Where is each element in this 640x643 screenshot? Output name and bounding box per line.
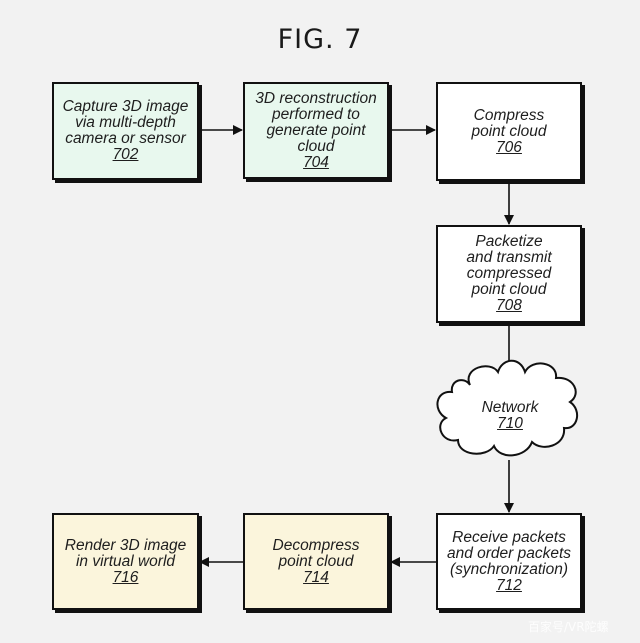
step-704-line-3: generate point bbox=[266, 121, 366, 139]
step-704-line-1: 3D reconstruction bbox=[255, 89, 377, 107]
watermark: 百家号/VR陀螺 bbox=[528, 620, 609, 634]
network-710-line-1: Network bbox=[481, 399, 539, 416]
step-702-ref: 702 bbox=[112, 146, 139, 163]
step-712-line-3: (synchronization) bbox=[449, 560, 569, 578]
network-cloud-shape bbox=[436, 359, 579, 457]
network-710-label: Network 710 bbox=[460, 400, 560, 432]
step-704-3d-reconstruction: 3D reconstruction performed to generate … bbox=[243, 82, 389, 179]
step-702-capture-3d-image: Capture 3D image via multi-depth camera … bbox=[52, 82, 199, 180]
step-716-line-1: Render 3D image bbox=[64, 536, 187, 554]
step-708-line-3: compressed bbox=[466, 265, 552, 282]
step-702-line-1: Capture 3D image bbox=[62, 98, 189, 115]
step-712-line-1: Receive packets bbox=[452, 528, 566, 546]
step-716-ref: 716 bbox=[112, 568, 139, 586]
step-712-ref: 712 bbox=[496, 576, 522, 594]
step-708-line-2: and transmit bbox=[466, 249, 552, 266]
step-702-line-3: camera or sensor bbox=[65, 130, 186, 147]
step-712-line-2: and order packets bbox=[446, 544, 572, 562]
step-704-ref: 704 bbox=[303, 153, 329, 171]
step-706-line-1: Compress bbox=[473, 106, 545, 124]
step-712-receive-order-packets: Receive packets and order packets (synch… bbox=[436, 513, 582, 610]
step-706-line-2: point cloud bbox=[471, 122, 547, 140]
step-708-packetize-transmit: Packetize and transmit compressed point … bbox=[436, 225, 582, 323]
step-714-line-1: Decompress bbox=[272, 536, 360, 554]
step-704-line-4: cloud bbox=[297, 137, 335, 155]
step-714-line-2: point cloud bbox=[278, 552, 354, 570]
step-714-decompress-point-cloud: Decompress point cloud 714 bbox=[243, 513, 389, 610]
step-704-line-2: performed to bbox=[272, 105, 360, 123]
step-706-compress-point-cloud: Compress point cloud 706 bbox=[436, 82, 582, 181]
step-706-ref: 706 bbox=[496, 138, 522, 156]
step-702-line-2: via multi-depth bbox=[75, 114, 176, 131]
figure-title: FIG. 7 bbox=[277, 24, 363, 55]
step-708-ref: 708 bbox=[496, 297, 522, 314]
step-714-ref: 714 bbox=[303, 568, 329, 586]
step-708-line-1: Packetize bbox=[475, 233, 543, 250]
step-716-line-2: in virtual world bbox=[75, 552, 176, 570]
network-710-ref: 710 bbox=[497, 415, 523, 432]
step-708-line-4: point cloud bbox=[471, 281, 547, 298]
step-716-render-3d-image: Render 3D image in virtual world 716 bbox=[52, 513, 199, 610]
